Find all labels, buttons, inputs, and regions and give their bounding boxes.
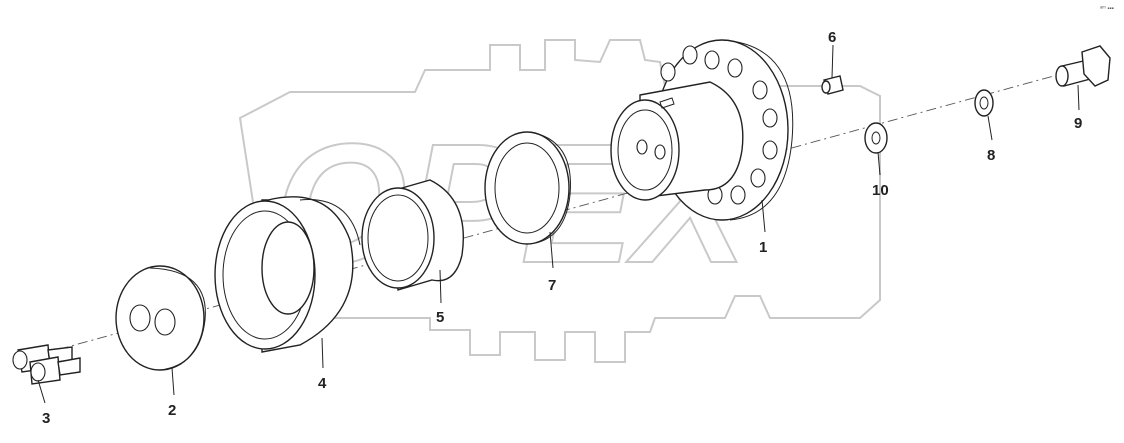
leader-1: [761, 199, 766, 233]
bolt-tip: [1055, 65, 1069, 87]
hub-flange-edge: [721, 39, 794, 221]
bolt-head: [1081, 45, 1111, 87]
callout-6: 6: [828, 29, 836, 46]
hub-bore-hole-2: [654, 144, 666, 160]
part-3-screws: [12, 344, 81, 385]
part-1-hub: [610, 39, 794, 221]
roller-edge: [299, 199, 361, 246]
leader-10: [877, 151, 881, 176]
callout-2: 2: [168, 402, 176, 419]
leader-6: [831, 44, 834, 79]
callouts: 3 2 4 5 7 1 6 10 8 9: [42, 29, 1082, 427]
flange-hole-3: [727, 58, 743, 78]
leader-lines: [37, 44, 1080, 404]
leader-8: [987, 115, 993, 141]
leader-7: [549, 231, 554, 269]
corner-code: ᵃᵐ ▪▪▪: [1100, 6, 1114, 12]
flange-hole-1: [682, 45, 698, 65]
part-8-lock-washer: [974, 89, 994, 117]
seal-edge: [529, 131, 571, 245]
washer-8-outer: [974, 89, 994, 117]
part-7-seal-ring: [484, 131, 571, 245]
part-5-sleeve: [361, 179, 464, 291]
part-10-washer: [864, 122, 888, 154]
watermark-gear: [238, 39, 881, 363]
part-9-bolt: [1055, 45, 1111, 87]
leader-2: [171, 367, 175, 396]
part-2-disc: [115, 265, 206, 371]
seal-outer: [484, 131, 570, 245]
part-4-roller: [214, 196, 361, 353]
flange-hole-4: [752, 80, 768, 100]
leader-5: [439, 269, 442, 304]
callout-5: 5: [436, 309, 444, 326]
flange-hole-10: [660, 62, 676, 82]
callout-9: 9: [1074, 115, 1082, 132]
leader-4: [321, 337, 324, 369]
hub-bore-hole-1: [636, 139, 648, 155]
flange-hole-6: [762, 140, 778, 160]
sleeve-face: [361, 187, 435, 289]
hub-slot: [659, 97, 675, 109]
seal-inner: [494, 142, 560, 234]
flange-hole-5: [762, 108, 778, 128]
screw-socket-lower: [30, 362, 46, 382]
callout-8: 8: [987, 147, 995, 164]
disc-edge: [149, 267, 206, 371]
leader-3: [37, 379, 46, 404]
nipple-tip: [821, 80, 831, 94]
sleeve-bore: [367, 194, 429, 282]
callout-4: 4: [318, 375, 327, 392]
disc-hole-right: [154, 308, 176, 336]
screw-shank-lower: [57, 357, 81, 376]
callout-1: 1: [759, 239, 767, 256]
screw-socket-upper: [12, 350, 28, 370]
roller-bore: [261, 221, 315, 315]
callout-3: 3: [42, 410, 50, 427]
disc-hole-left: [129, 304, 151, 332]
part-6-grease-nipple: [821, 75, 844, 95]
hub-barrel-rim: [617, 109, 673, 191]
washer-8-inner: [979, 96, 989, 110]
leader-9: [1077, 84, 1080, 111]
callout-7: 7: [548, 277, 556, 294]
flange-hole-8: [730, 185, 746, 205]
flange-hole-2: [704, 50, 720, 70]
washer-10-inner: [871, 131, 881, 145]
flange-hole-7: [750, 168, 766, 188]
washer-10-outer: [864, 122, 888, 154]
callout-10: 10: [872, 182, 889, 199]
